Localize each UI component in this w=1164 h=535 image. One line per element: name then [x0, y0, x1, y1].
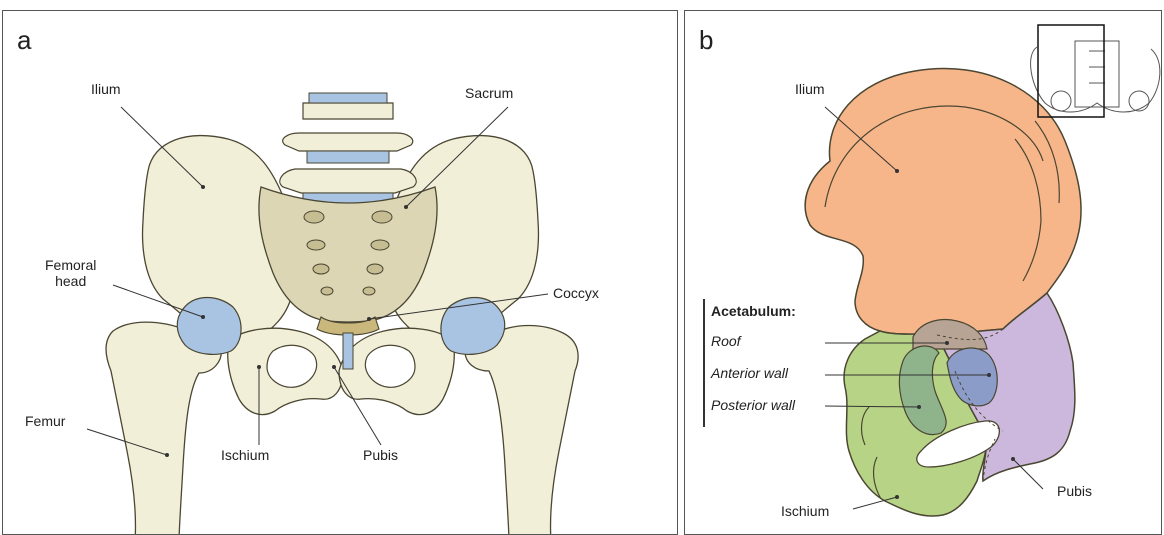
- disc-2: [307, 151, 389, 163]
- acetabulum-item-roof: Roof: [711, 333, 741, 349]
- label-femoral-head: Femoral head: [45, 257, 96, 289]
- vertebra-l6: [280, 169, 416, 193]
- right-obturator-foramen: [365, 345, 415, 387]
- label-ischium: Ischium: [221, 447, 269, 463]
- acetabulum-bracket: [703, 299, 705, 427]
- label-ischium-b: Ischium: [781, 503, 829, 519]
- left-obturator-foramen: [267, 345, 317, 387]
- pubic-symphysis: [343, 333, 353, 369]
- label-pubis-b: Pubis: [1057, 483, 1092, 499]
- label-femoral-head-line2: head: [55, 273, 86, 289]
- label-coccyx: Coccyx: [553, 285, 599, 301]
- label-femur: Femur: [25, 413, 65, 429]
- hip-bone-lateral-illustration: [685, 11, 1162, 535]
- label-pubis: Pubis: [363, 447, 398, 463]
- label-femoral-head-line1: Femoral: [45, 257, 96, 273]
- panel-b: b Ilium Ischium Pubis Acetabulum: Roof A…: [684, 10, 1162, 535]
- panel-b-letter: b: [699, 25, 713, 56]
- disc-1: [309, 93, 387, 103]
- label-ilium-b: Ilium: [795, 81, 825, 97]
- right-femur: [465, 326, 578, 535]
- label-sacrum: Sacrum: [465, 85, 513, 101]
- left-femoral-head: [177, 298, 241, 355]
- panel-a: a Ilium Sacrum Femoral head Coccyx Femur…: [2, 10, 678, 535]
- inset-thumbnail: [1031, 25, 1160, 117]
- acetabulum-title: Acetabulum:: [711, 303, 796, 319]
- acetabulum-item-posterior-wall: Posterior wall: [711, 397, 795, 413]
- vertebra-l5: [283, 133, 413, 151]
- label-ilium: Ilium: [91, 81, 121, 97]
- panel-a-letter: a: [17, 25, 31, 56]
- right-femoral-head: [441, 298, 505, 355]
- vertebra-l4: [303, 103, 393, 119]
- acetabulum-item-anterior-wall: Anterior wall: [711, 365, 788, 381]
